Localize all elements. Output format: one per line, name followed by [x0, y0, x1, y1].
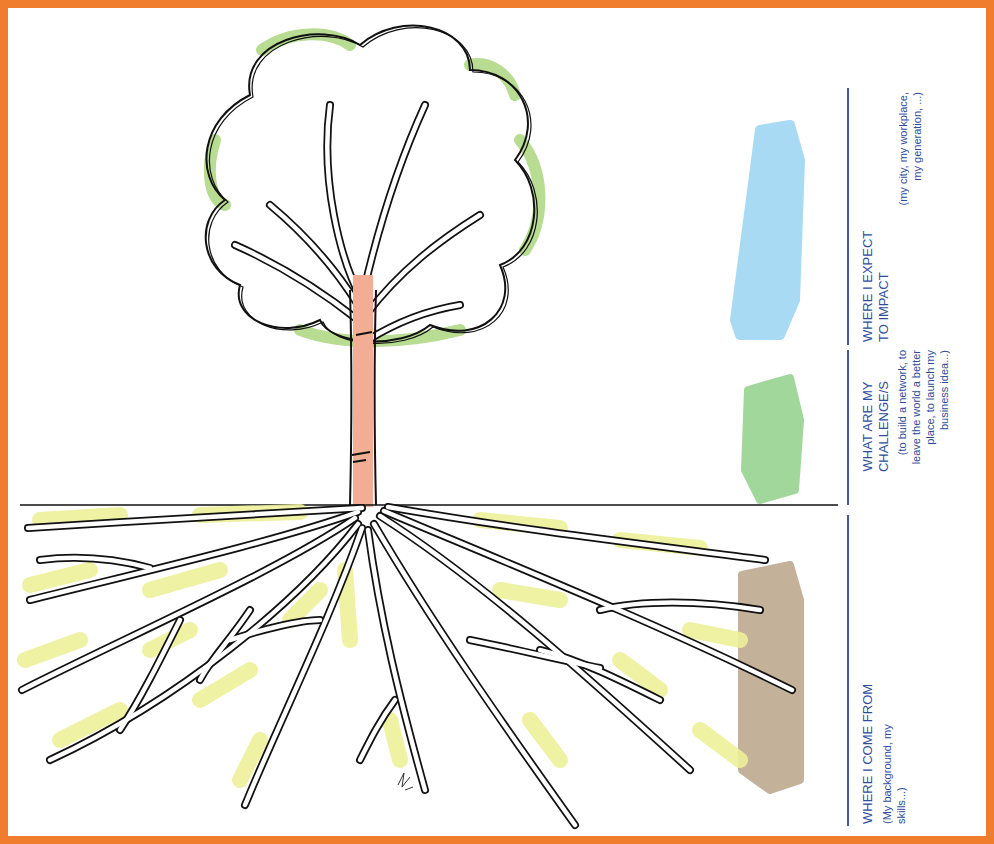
section-rule	[847, 88, 849, 826]
section-heading: WHERE I EXPECT TO IMPACT	[860, 217, 892, 342]
blue-patch	[735, 125, 800, 335]
ground-line	[20, 504, 838, 506]
section-note: (My background, my skills...)	[880, 712, 908, 824]
trunk-fill	[353, 275, 373, 507]
section-heading: WHERE I COME FROM	[860, 624, 876, 824]
root-outline	[22, 507, 792, 825]
section-note: (my city, my workplace, my generation, .…	[896, 92, 924, 220]
green-patch	[745, 378, 800, 500]
root-fill	[22, 507, 792, 825]
leaf-highlights	[210, 34, 540, 341]
label-group: WHERE I COME FROM(My background, my skil…	[860, 518, 908, 824]
section-heading: WHAT ARE MY CHALLENGE/S	[860, 367, 892, 487]
label-group: WHERE I EXPECT TO IMPACT(my city, my wor…	[860, 92, 924, 342]
signature	[398, 773, 413, 790]
root-highlights	[25, 512, 740, 780]
trunk-outline	[350, 290, 376, 505]
section-note: (to build a network, to leave the world …	[895, 350, 951, 482]
frame	[4, 4, 990, 840]
label-group: WHAT ARE MY CHALLENGE/S(to build a netwo…	[860, 350, 951, 503]
